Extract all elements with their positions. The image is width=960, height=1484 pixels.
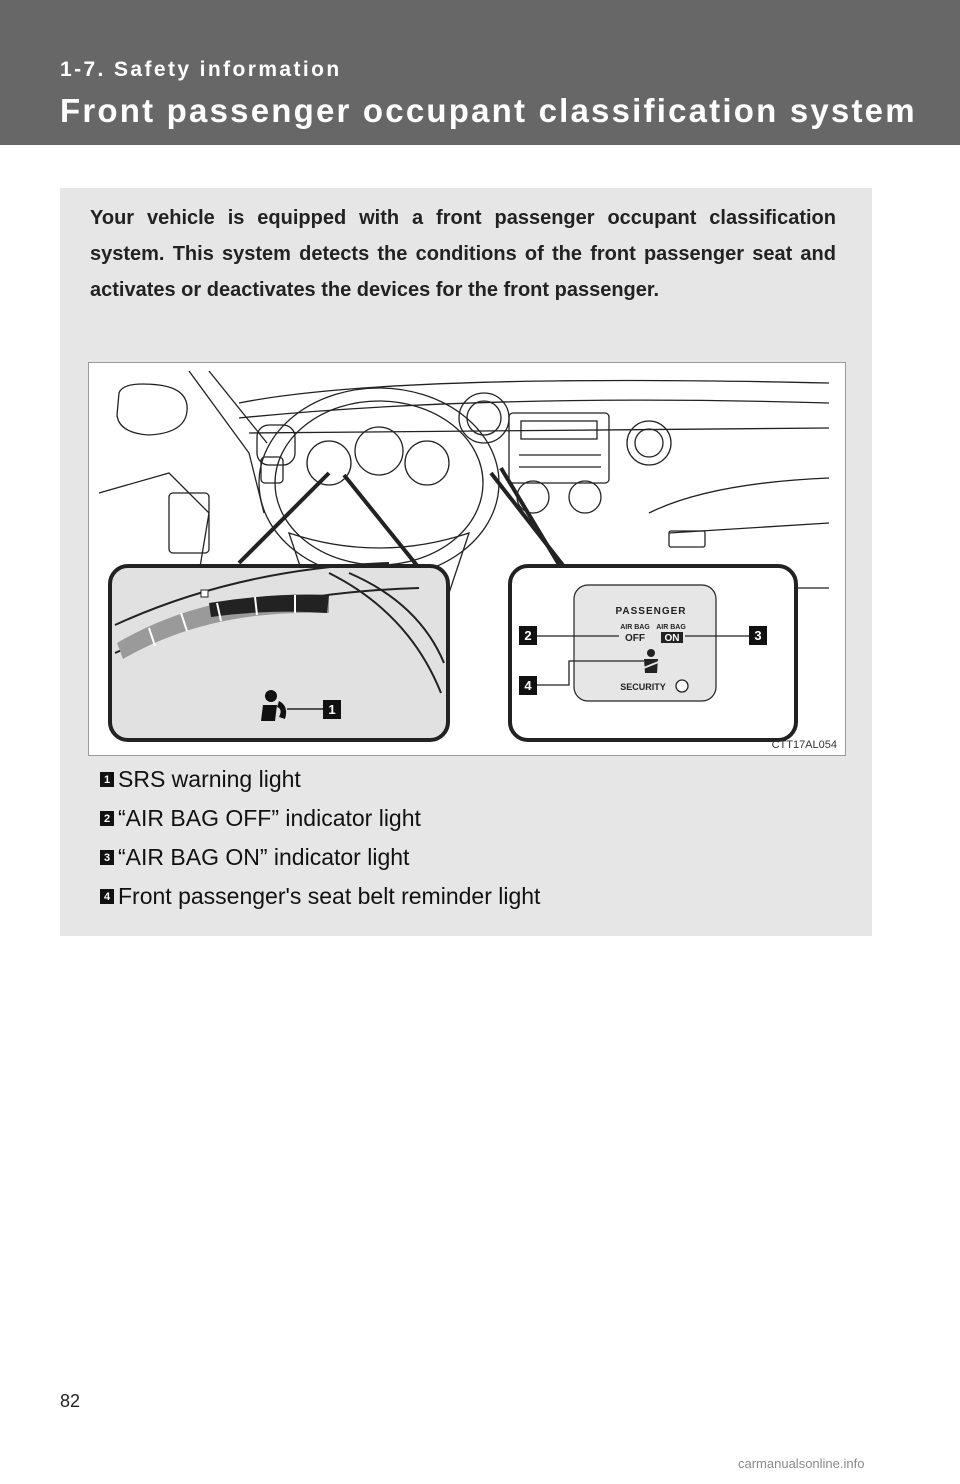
figure-code: CTT17AL054 (771, 739, 837, 751)
legend-item: 3 “AIR BAG ON” indicator light (100, 838, 540, 877)
panel-on-label: ON (665, 633, 680, 644)
dashboard-drawing: 1 PASSENGER AIR BAG AIR BAG OFF ON SECUR… (98, 370, 830, 742)
legend-text: “AIR BAG ON” indicator light (118, 844, 410, 870)
panel-off-label: OFF (625, 633, 645, 644)
legend-item: 2 “AIR BAG OFF” indicator light (100, 799, 540, 838)
panel-airbag-label-off: AIR BAG (620, 624, 650, 631)
callout-2: 2 (524, 628, 531, 643)
panel-airbag-label-on: AIR BAG (656, 624, 686, 631)
panel-security-label: SECURITY (620, 682, 666, 692)
page-number: 82 (60, 1391, 81, 1411)
section-label: 1-7. Safety information (60, 58, 342, 81)
legend-text: SRS warning light (118, 766, 301, 792)
legend-text: “AIR BAG OFF” indicator light (118, 805, 421, 831)
legend-number-badge: 3 (100, 850, 114, 865)
panel-passenger-label: PASSENGER (615, 606, 686, 617)
legend-item: 4 Front passenger's seat belt reminder l… (100, 877, 540, 916)
callout-4: 4 (524, 678, 532, 693)
legend-number-badge: 2 (100, 811, 114, 826)
callout-3: 3 (754, 628, 761, 643)
watermark: carmanualsonline.info (738, 1456, 865, 1471)
legend-number-badge: 1 (100, 772, 114, 787)
dashboard-illustration: 1 PASSENGER AIR BAG AIR BAG OFF ON SECUR… (88, 362, 846, 756)
header-bar: 1-7. Safety information Front passenger … (0, 0, 960, 145)
page-title: Front passenger occupant classification … (60, 92, 917, 129)
legend-text: Front passenger's seat belt reminder lig… (118, 883, 541, 909)
callout-1: 1 (328, 702, 335, 717)
legend-list: 1 SRS warning light 2 “AIR BAG OFF” indi… (100, 760, 540, 916)
legend-number-badge: 4 (100, 889, 114, 904)
legend-item: 1 SRS warning light (100, 760, 540, 799)
intro-paragraph: Your vehicle is equipped with a front pa… (90, 207, 836, 301)
